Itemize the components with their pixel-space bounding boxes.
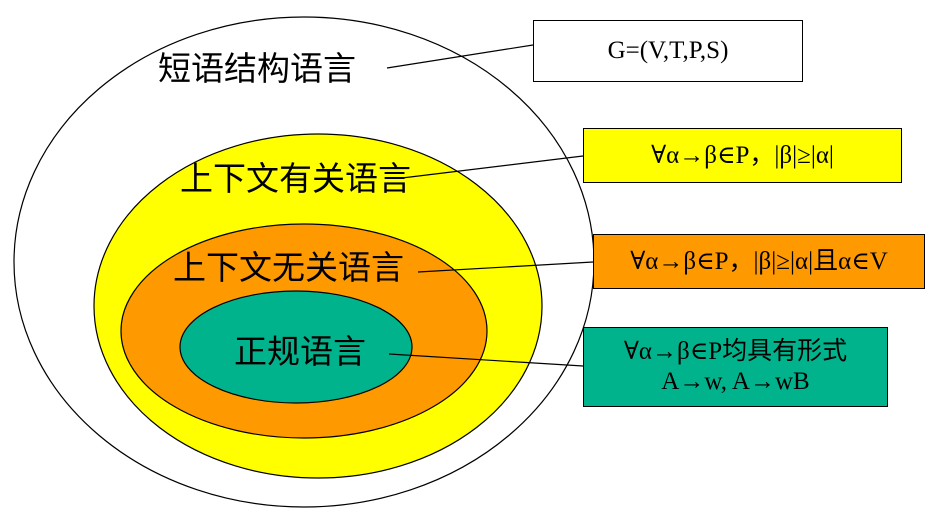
regular-ellipse (179, 290, 413, 404)
regular-connector (388, 353, 584, 367)
regular-definition-line-1: ∀α→β∈P均具有形式 (623, 338, 848, 365)
context-free-label: 上下文无关语言 (173, 248, 404, 287)
context-sensitive-definition-box: ∀α→β∈P，|β|≥|α| (583, 128, 902, 183)
regular-definition-box: ∀α→β∈P均具有形式 A→w, A→wB (583, 327, 888, 407)
context-sensitive-definition: ∀α→β∈P，|β|≥|α| (651, 141, 834, 169)
phrase-structure-definition-box: G=(V,T,P,S) (533, 20, 803, 82)
regular-definition-line-2: A→w, A→wB (661, 368, 810, 395)
regular-label: 正规语言 (234, 332, 366, 371)
context-sensitive-label: 上下文有关语言 (180, 159, 411, 198)
phrase-structure-definition: G=(V,T,P,S) (607, 37, 729, 64)
context-free-definition: ∀α→β∈P，|β|≥|α|且α∈V (630, 247, 888, 275)
phrase-structure-label: 短语结构语言 (158, 49, 356, 88)
context-free-definition-box: ∀α→β∈P，|β|≥|α|且α∈V (593, 234, 925, 289)
context-sensitive-connector (401, 155, 584, 179)
phrase-structure-connector (386, 44, 534, 69)
context-free-connector (417, 261, 594, 273)
